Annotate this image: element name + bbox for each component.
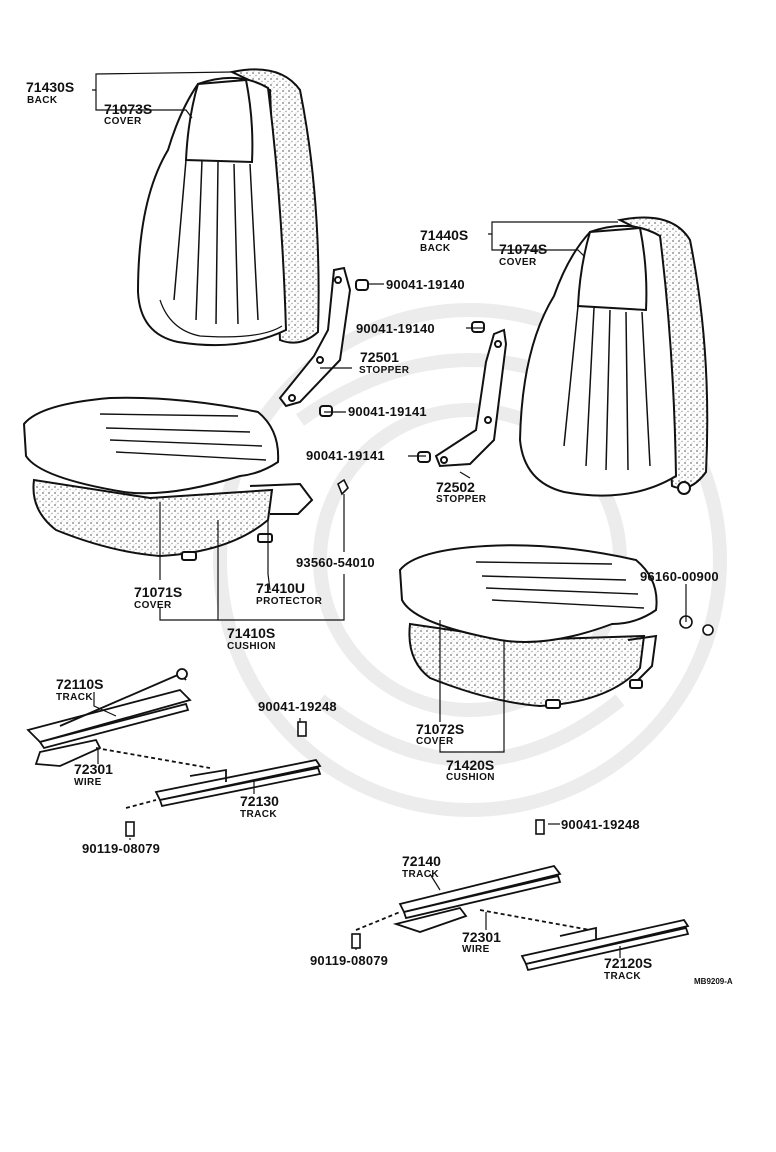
label-90041-19248-left: 90041-19248 bbox=[258, 699, 337, 714]
label-90041-19141-right: 90041-19141 bbox=[306, 448, 385, 463]
label-71072s-name: COVER bbox=[416, 736, 454, 747]
label-71410s-name: CUSHION bbox=[227, 641, 276, 652]
right-seat-cushion bbox=[398, 544, 658, 709]
label-90041-19140-lower: 90041-19140 bbox=[356, 321, 435, 336]
label-72301-right-number: 72301 bbox=[462, 929, 501, 945]
left-stopper-bracket bbox=[278, 266, 369, 417]
label-72120s-number: 72120S bbox=[604, 955, 653, 971]
label-72301-left-number: 72301 bbox=[74, 761, 113, 777]
label-71074s-name: COVER bbox=[499, 257, 537, 268]
label-72140-name: TRACK bbox=[402, 869, 439, 880]
diagram-reference-code: MB9209-A bbox=[694, 977, 733, 986]
label-71074s-number: 71074S bbox=[499, 241, 548, 257]
label-71420s-number: 71420S bbox=[446, 757, 495, 773]
right-tracks bbox=[355, 864, 690, 972]
label-71420s-name: CUSHION bbox=[446, 772, 495, 783]
label-72110s-number: 72110S bbox=[56, 676, 104, 692]
label-71440s-name: BACK bbox=[420, 243, 451, 254]
label-72110s-name: TRACK bbox=[56, 692, 93, 703]
label-71410u-name: PROTECTOR bbox=[256, 596, 323, 607]
label-72301-right-name: WIRE bbox=[462, 944, 490, 955]
label-71073s-name: COVER bbox=[104, 116, 142, 127]
label-90119-08079-left: 90119-08079 bbox=[82, 841, 161, 856]
watermark-emblem bbox=[213, 303, 727, 817]
label-90041-19141-left: 90041-19141 bbox=[348, 404, 427, 419]
label-71430s-number: 71430S bbox=[26, 79, 75, 95]
label-90119-08079-right: 90119-08079 bbox=[310, 953, 389, 968]
label-93560-54010: 93560-54010 bbox=[296, 555, 375, 570]
label-72502-number: 72502 bbox=[436, 479, 475, 495]
label-90041-19140-upper: 90041-19140 bbox=[386, 277, 465, 292]
label-72301-left-name: WIRE bbox=[74, 777, 102, 788]
label-72130-name: TRACK bbox=[240, 809, 277, 820]
label-72120s-name: TRACK bbox=[604, 971, 641, 982]
label-72502-name: STOPPER bbox=[436, 494, 487, 505]
left-tracks bbox=[26, 668, 322, 809]
label-71430s-name: BACK bbox=[27, 95, 58, 106]
label-72130-number: 72130 bbox=[240, 793, 279, 809]
label-71410s-number: 71410S bbox=[227, 625, 276, 641]
left-seat-back bbox=[136, 68, 320, 347]
label-72501-number: 72501 bbox=[360, 349, 399, 365]
label-71071s-number: 71071S bbox=[134, 584, 183, 600]
label-71071s-name: COVER bbox=[134, 600, 172, 611]
label-71410u-number: 71410U bbox=[256, 580, 306, 596]
right-seat-back bbox=[518, 216, 709, 497]
right-stopper-bracket bbox=[417, 321, 508, 468]
label-72140-number: 72140 bbox=[402, 853, 441, 869]
label-71440s-number: 71440S bbox=[420, 227, 469, 243]
label-96160-00900: 96160-00900 bbox=[640, 569, 719, 584]
small-hardware bbox=[125, 478, 714, 949]
label-71072s-number: 71072S bbox=[416, 721, 465, 737]
label-72501-name: STOPPER bbox=[359, 365, 410, 376]
label-90041-19248-right: 90041-19248 bbox=[561, 817, 640, 832]
leader-lines bbox=[92, 71, 687, 958]
left-seat-cushion bbox=[22, 396, 314, 561]
label-71073s-number: 71073S bbox=[104, 101, 153, 117]
